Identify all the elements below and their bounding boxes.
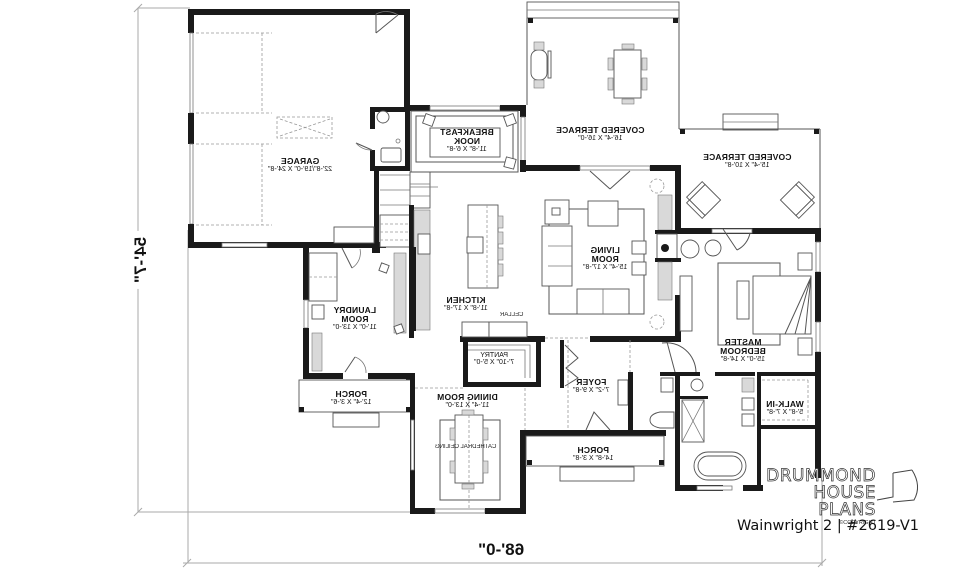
foyer [567,340,633,432]
room-label-kitchen: KITCHEN 11'-8" X 17'-8" [444,295,488,312]
covered-terrace-side [679,113,821,228]
room-label-dining-room: DINING ROOM 11'-4" X 13'-0" [437,392,498,409]
pantry [463,340,579,388]
brand-line-2: HOUSE PLANS [813,483,876,520]
room-label-covered-terrace-rear: COVERED TERRACE 16'-4" X 16'-0" [556,125,645,142]
brand-logo-mark [876,469,918,503]
mudroom [355,107,410,171]
overall-width-dimension: 68'-0" [472,540,531,560]
front-porch [525,435,665,482]
master-ensuite [649,341,821,491]
room-label-front-porch: PORCH 14'-8" X 3'-8" [573,445,614,462]
stair [374,171,438,248]
room-label-garage: GARAGE 22'-8"/19'-0" X 24'-8" [268,156,332,173]
room-label-foyer: FOYER 7'-2" X 9'-8" [573,377,610,394]
breakfast-nook [405,105,526,173]
room-label-master-bedroom: MASTER BEDROOM 15'-0" X 14'-8" [720,337,766,363]
brand-copyright: ©COPYRIGHT [839,520,876,526]
master-bedroom [679,228,821,478]
dining-room [410,373,666,514]
attic-hatch [276,116,333,139]
living-room-furniture [541,199,647,315]
garage [188,9,410,248]
room-label-living-room: LIVING ROOM 15'-4" X 17'-8" [583,245,628,271]
laundry-room [303,226,416,403]
brand-logo: DRUMMOND HOUSE PLANS ©COPYRIGHT [754,466,924,526]
room-label-pantry: PANTRY 7'-10" X 5'-0" [474,352,515,367]
room-label-walk-in: WALK-IN 5'-8" X 7'-8" [766,399,804,416]
covered-terrace-rear [526,1,680,129]
room-label-covered-terrace-side: COVERED TERRACE 15'-4" X 10'-8" [703,152,792,169]
kitchen [409,204,528,338]
brand-line-1: DRUMMOND [766,466,876,486]
room-label-cellar: CELLAR [500,312,524,318]
room-label-breakfast-nook: BREAKFAST NOOK 11'-8" X 6'-8" [440,127,494,153]
cathedral-ceiling-note: CATHEDRAL CEILING [435,444,497,450]
plan-title: Wainwright 2 | #2619-V1 [737,518,919,534]
overall-depth-dimension: 54'-7" [131,230,152,290]
room-label-laundry-room: LAUNDRY ROOM 11'-0" X 13'-0" [333,305,377,331]
great-room-walls [460,165,820,342]
side-porch [298,379,412,428]
room-label-side-porch: PORCH 12'-4" X 3'-6" [331,389,372,406]
